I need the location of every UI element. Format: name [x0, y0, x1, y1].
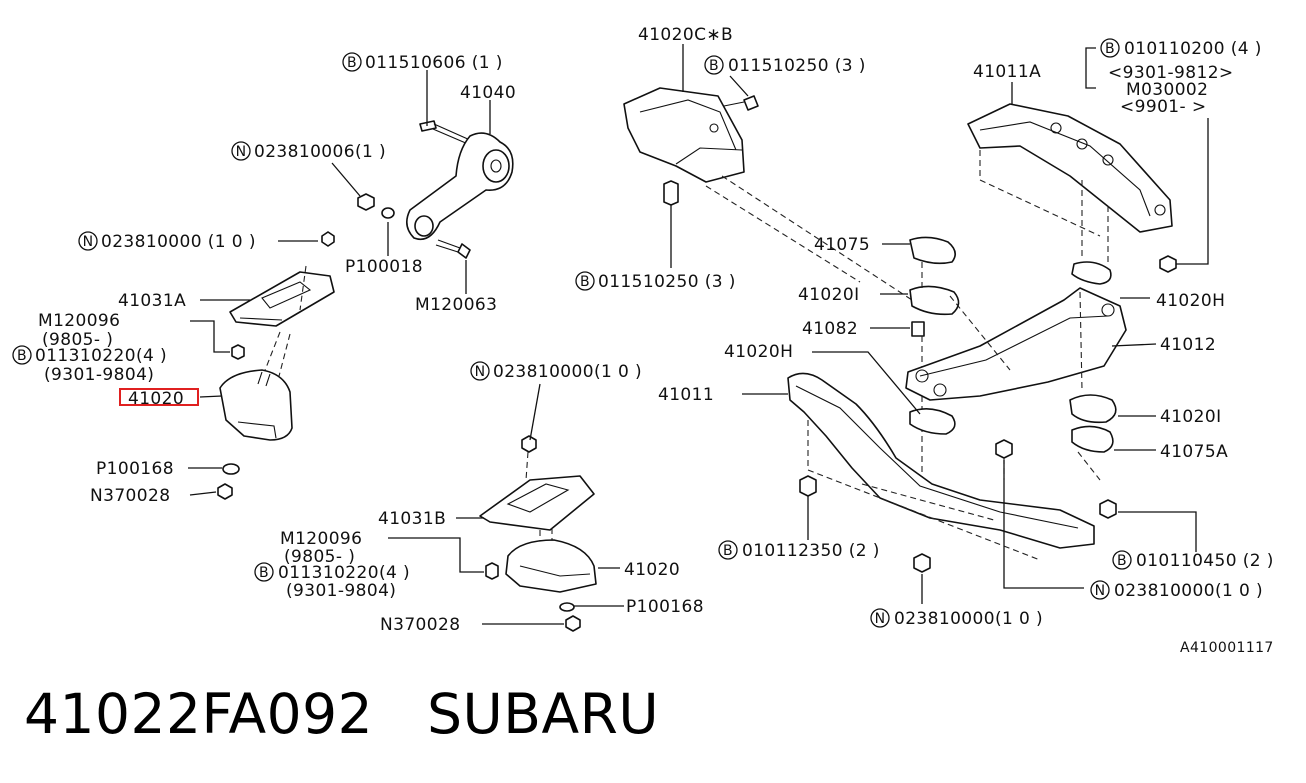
- diagram-code: A410001117: [1180, 640, 1274, 656]
- label-010112350: 010112350 (2 ): [742, 541, 880, 561]
- bolt-badge-011310220-a: B: [12, 345, 32, 365]
- label-n370028-b: N370028: [380, 615, 460, 635]
- label-023810000-c: 023810000(1 0 ): [1114, 581, 1263, 601]
- label-41020-highlighted: 41020: [128, 389, 184, 409]
- label-41020i-a: 41020I: [798, 285, 860, 305]
- label-m120063: M120063: [415, 295, 497, 315]
- svg-text:B: B: [580, 274, 590, 290]
- svg-text:B: B: [17, 348, 27, 364]
- label-41040: 41040: [460, 83, 516, 103]
- label-41011: 41011: [658, 385, 714, 405]
- part-number: 41022FA092: [24, 682, 374, 746]
- label-011510250-a: 011510250 (3 ): [728, 56, 866, 76]
- footer-caption: 41022FA092 SUBARU: [24, 682, 659, 746]
- svg-text:B: B: [1117, 553, 1127, 569]
- label-9901: <9901- >: [1120, 97, 1207, 117]
- label-9301-9812: <9301-9812>: [1108, 63, 1234, 83]
- bolt-badge-010110200: B: [1100, 38, 1120, 58]
- bolt-badge-011310220-b: B: [254, 562, 274, 582]
- svg-text:B: B: [1105, 41, 1115, 57]
- rear-mount-assembly: [623, 87, 913, 301]
- label-m120096-a: M120096: [38, 311, 120, 331]
- highlight-box-41020: [119, 388, 199, 406]
- label-41011a: 41011A: [973, 62, 1041, 82]
- nut-badge-023810006: N: [231, 141, 251, 161]
- label-n370028-a: N370028: [90, 486, 170, 506]
- label-9805-a: (9805- ): [42, 330, 113, 350]
- label-41020h-b: 41020H: [1156, 291, 1225, 311]
- nut-badge-023810000-b: N: [470, 361, 490, 381]
- label-011310220-a: 011310220(4 ): [35, 346, 167, 366]
- label-9301-9804-a: (9301-9804): [44, 365, 154, 385]
- leader-lines: [188, 44, 1209, 625]
- svg-text:B: B: [259, 565, 269, 581]
- label-41020i-b: 41020I: [1160, 407, 1222, 427]
- bolt-badge-010110450: B: [1112, 550, 1132, 570]
- label-41075a: 41075A: [1160, 442, 1228, 462]
- svg-text:B: B: [709, 58, 719, 74]
- center-mount-assembly: [479, 435, 597, 632]
- svg-text:N: N: [1095, 583, 1106, 599]
- torque-rod-assembly: [357, 120, 514, 259]
- svg-text:N: N: [875, 611, 886, 627]
- nut-badge-023810000-a: N: [78, 231, 98, 251]
- upper-crossmember: [967, 103, 1177, 273]
- bolt-badge-011510250-a: B: [704, 55, 724, 75]
- label-023810000-b: 023810000(1 0 ): [493, 362, 642, 382]
- label-011510250-b: 011510250 (3 ): [598, 272, 736, 292]
- parts-diagram: B N N B B B B N B B N N B 011510606 (1 )…: [12, 25, 1274, 656]
- label-9805-b: (9805- ): [284, 547, 355, 567]
- label-41031a: 41031A: [118, 291, 186, 311]
- label-41020cb: 41020C∗B: [638, 25, 733, 45]
- bolt-badge-011510606: B: [342, 52, 362, 72]
- bolt-badge-011510250-b: B: [575, 271, 595, 291]
- label-p100018: P100018: [345, 257, 423, 277]
- label-41031b: 41031B: [378, 509, 446, 529]
- label-41020-b: 41020: [624, 560, 680, 580]
- label-9301-9804-b: (9301-9804): [286, 581, 396, 601]
- svg-text:N: N: [83, 234, 94, 250]
- label-41012: 41012: [1160, 335, 1216, 355]
- label-m030002: M030002: [1126, 80, 1208, 100]
- label-m120096-b: M120096: [280, 529, 362, 549]
- label-p100168-a: P100168: [96, 459, 174, 479]
- callout-labels: 011510606 (1 ) 41040 023810006(1 ) 02381…: [35, 25, 1274, 656]
- main-crossmember: [787, 372, 1095, 573]
- nut-badge-023810000-d: N: [870, 608, 890, 628]
- svg-text:N: N: [236, 144, 247, 160]
- brand-name: SUBARU: [427, 682, 660, 746]
- label-41020h-a: 41020H: [724, 342, 793, 362]
- label-41075: 41075: [814, 235, 870, 255]
- label-023810000-a: 023810000 (1 0 ): [101, 232, 256, 252]
- left-mount-assembly: [217, 231, 335, 500]
- svg-text:N: N: [475, 364, 486, 380]
- bolt-badge-010112350: B: [718, 540, 738, 560]
- lower-crossmember-assembly: [905, 236, 1127, 519]
- label-p100168-b: P100168: [626, 597, 704, 617]
- svg-text:B: B: [723, 543, 733, 559]
- label-011510606: 011510606 (1 ): [365, 53, 503, 73]
- label-41082: 41082: [802, 319, 858, 339]
- badges: B N N B B B B N B B N N B: [12, 38, 1132, 628]
- label-010110200: 010110200 (4 ): [1124, 39, 1262, 59]
- label-023810006: 023810006(1 ): [254, 142, 386, 162]
- svg-text:B: B: [347, 55, 357, 71]
- label-011310220-b: 011310220(4 ): [278, 563, 410, 583]
- label-023810000-d: 023810000(1 0 ): [894, 609, 1043, 629]
- nut-badge-023810000-c: N: [1090, 580, 1110, 600]
- label-010110450: 010110450 (2 ): [1136, 551, 1274, 571]
